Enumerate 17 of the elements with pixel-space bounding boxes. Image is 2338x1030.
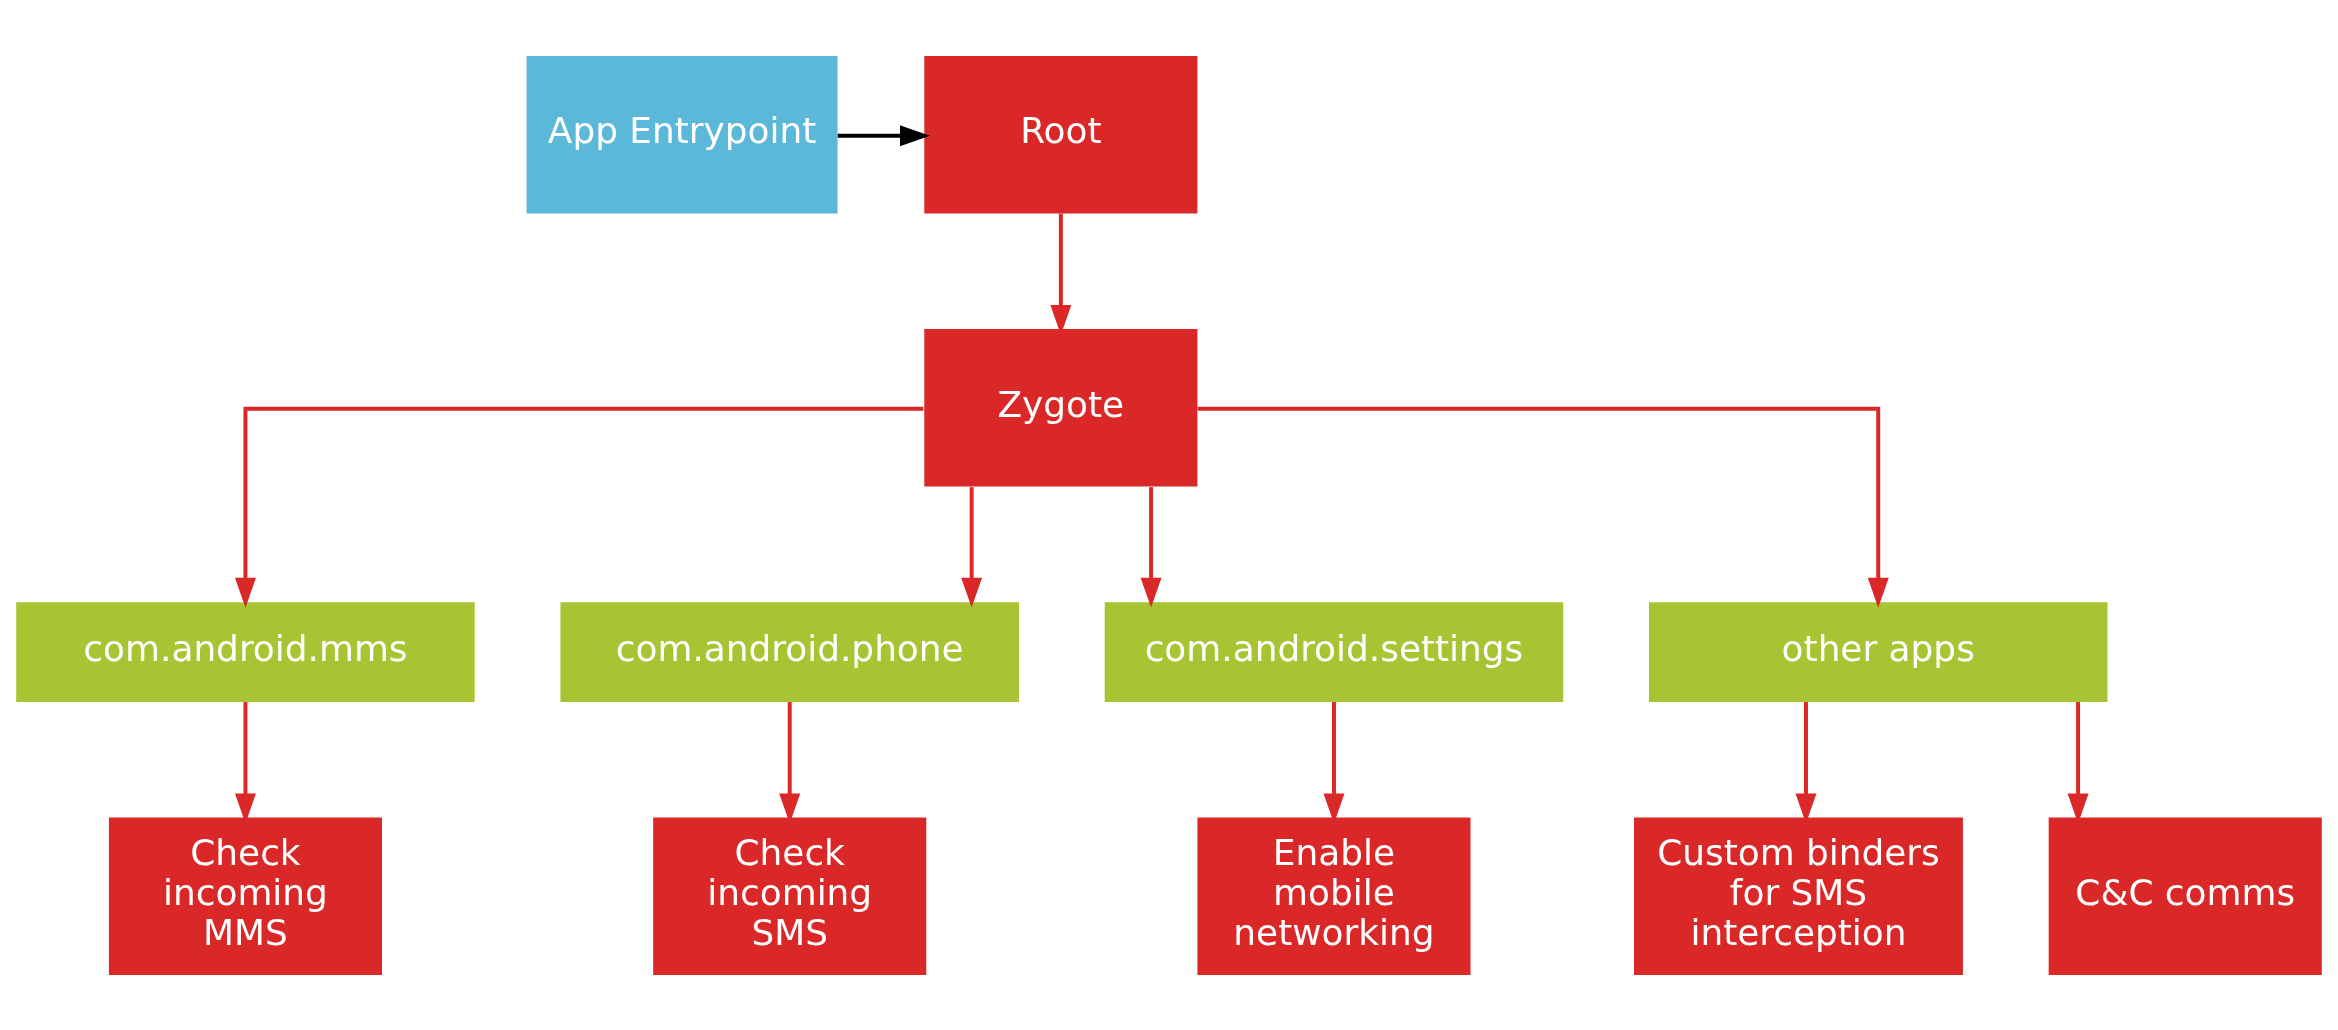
node-box: other apps — [1648, 601, 2108, 702]
node-box: Enable mobile networking — [1197, 817, 1471, 975]
arrow — [1197, 406, 1889, 608]
arrow — [837, 124, 930, 146]
node-box: Custom binders for SMS interception — [1634, 817, 1963, 975]
node-box: C&C comms — [2048, 817, 2322, 975]
arrow — [961, 486, 983, 608]
node-box: Zygote — [924, 328, 1198, 487]
node-box: Check incoming SMS — [653, 817, 927, 975]
node-box: Check incoming MMS — [108, 817, 383, 975]
arrow — [234, 406, 924, 608]
node-box: Root — [924, 55, 1198, 213]
node-box: com.android.phone — [560, 601, 1019, 702]
node-box: com.android.mms — [16, 601, 475, 702]
node-box: com.android.settings — [1104, 601, 1564, 702]
arrow — [1140, 486, 1162, 608]
node-box: App Entrypoint — [526, 55, 838, 213]
